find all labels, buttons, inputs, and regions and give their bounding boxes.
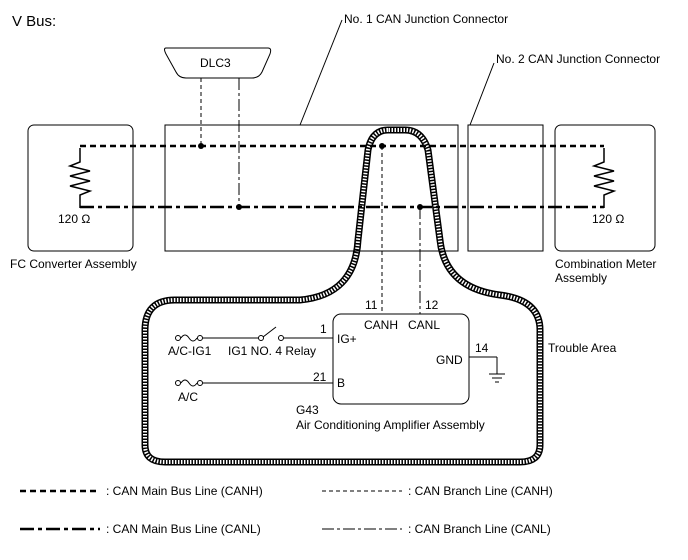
trouble-area-label: Trouble Area	[548, 341, 617, 355]
acig1-label: A/C-IG1	[168, 344, 212, 358]
diagram-title: V Bus:	[12, 13, 56, 30]
junction-connector-2-leader	[469, 62, 495, 126]
fc-converter-resistor	[67, 148, 93, 208]
gnd-terminal-label: GND	[436, 353, 463, 367]
b-pin-number: 21	[313, 370, 327, 384]
fc-converter-resistor-value: 120 Ω	[58, 212, 90, 226]
dlc3-label: DLC3	[200, 56, 231, 70]
combination-meter-box	[554, 124, 656, 252]
junction-connector-1-label: No. 1 CAN Junction Connector	[344, 12, 508, 26]
trouble-area-outline	[141, 126, 544, 466]
amplifier-code: G43	[296, 403, 319, 417]
legend-branch-canl-label: : CAN Branch Line (CANL)	[408, 522, 551, 536]
relay-label: IG1 NO. 4 Relay	[228, 344, 316, 358]
combination-meter-label-1: Combination Meter	[555, 257, 656, 271]
amplifier-name: Air Conditioning Amplifier Assembly	[296, 418, 485, 432]
b-terminal-label: B	[337, 376, 345, 390]
ac-amplifier-box	[332, 313, 470, 405]
legend-branch-canh-label: : CAN Branch Line (CANH)	[408, 484, 553, 498]
ac-label: A/C	[178, 390, 198, 404]
canh-terminal-label: CANH	[364, 318, 398, 332]
fc-converter-box	[27, 124, 134, 252]
fc-converter-label: FC Converter Assembly	[10, 257, 137, 271]
junction-connector-2-label: No. 2 CAN Junction Connector	[496, 52, 660, 66]
legend-main-canh-label: : CAN Main Bus Line (CANH)	[106, 484, 263, 498]
combination-meter-resistor-value: 120 Ω	[592, 212, 624, 226]
relay-switch-icon	[258, 326, 284, 341]
junction-connector-2-box	[467, 124, 544, 252]
ground-icon	[469, 356, 505, 383]
fuse-icon	[175, 334, 203, 342]
junction-connector-1-box	[164, 124, 459, 252]
gnd-pin-number: 14	[475, 341, 489, 355]
legend-main-canl-label: : CAN Main Bus Line (CANL)	[106, 522, 261, 536]
ig-terminal-label: IG+	[337, 332, 357, 346]
junction-dot	[198, 143, 204, 149]
canh-pin-number: 11	[365, 298, 378, 312]
fuse-icon	[175, 379, 203, 387]
junction-dot	[236, 204, 242, 210]
canl-pin-number: 12	[425, 298, 439, 312]
ig-pin-number: 1	[320, 322, 327, 336]
combination-meter-resistor	[591, 148, 617, 208]
dlc3-connector	[164, 47, 272, 79]
junction-connector-1-leader	[299, 19, 343, 126]
canl-terminal-label: CANL	[408, 318, 440, 332]
combination-meter-label-2: Assembly	[555, 271, 607, 285]
